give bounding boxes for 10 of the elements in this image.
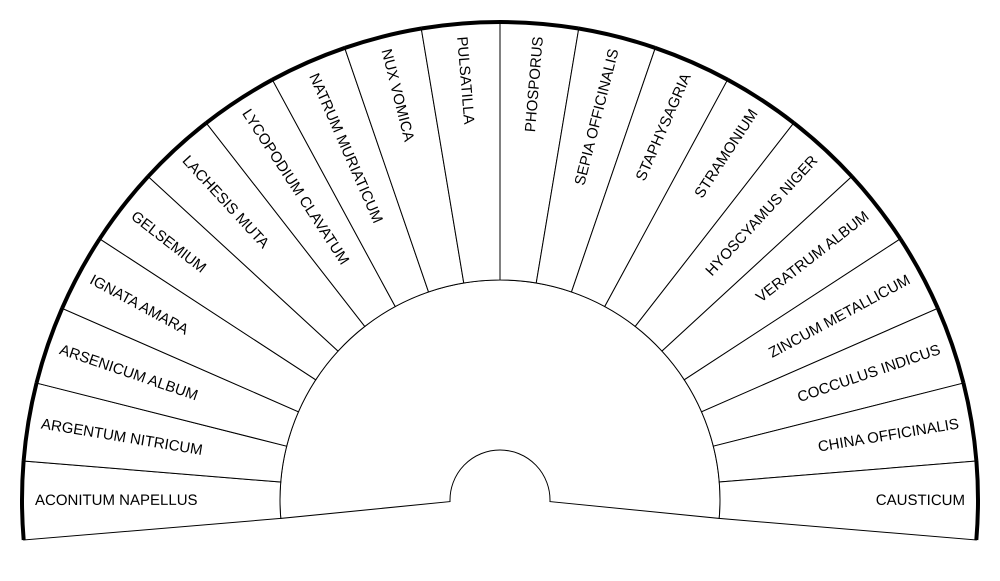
remedy-label: CHINA OFFICINALIS: [816, 416, 960, 456]
remedy-label: PHOSPORUS: [522, 36, 547, 133]
remedy-label: ACONITUM NAPELLUS: [35, 492, 198, 509]
remedy-label: ARGENTUM NITRICUM: [40, 416, 204, 459]
remedy-label: PULSATILLA: [453, 36, 478, 126]
chart-sector: [20, 460, 282, 540]
chart-sector: [420, 20, 500, 284]
remedy-label: NUX VOMICA: [378, 47, 418, 144]
remedy-label: CAUSTICUM: [876, 492, 965, 509]
chart-sector: [718, 460, 980, 540]
